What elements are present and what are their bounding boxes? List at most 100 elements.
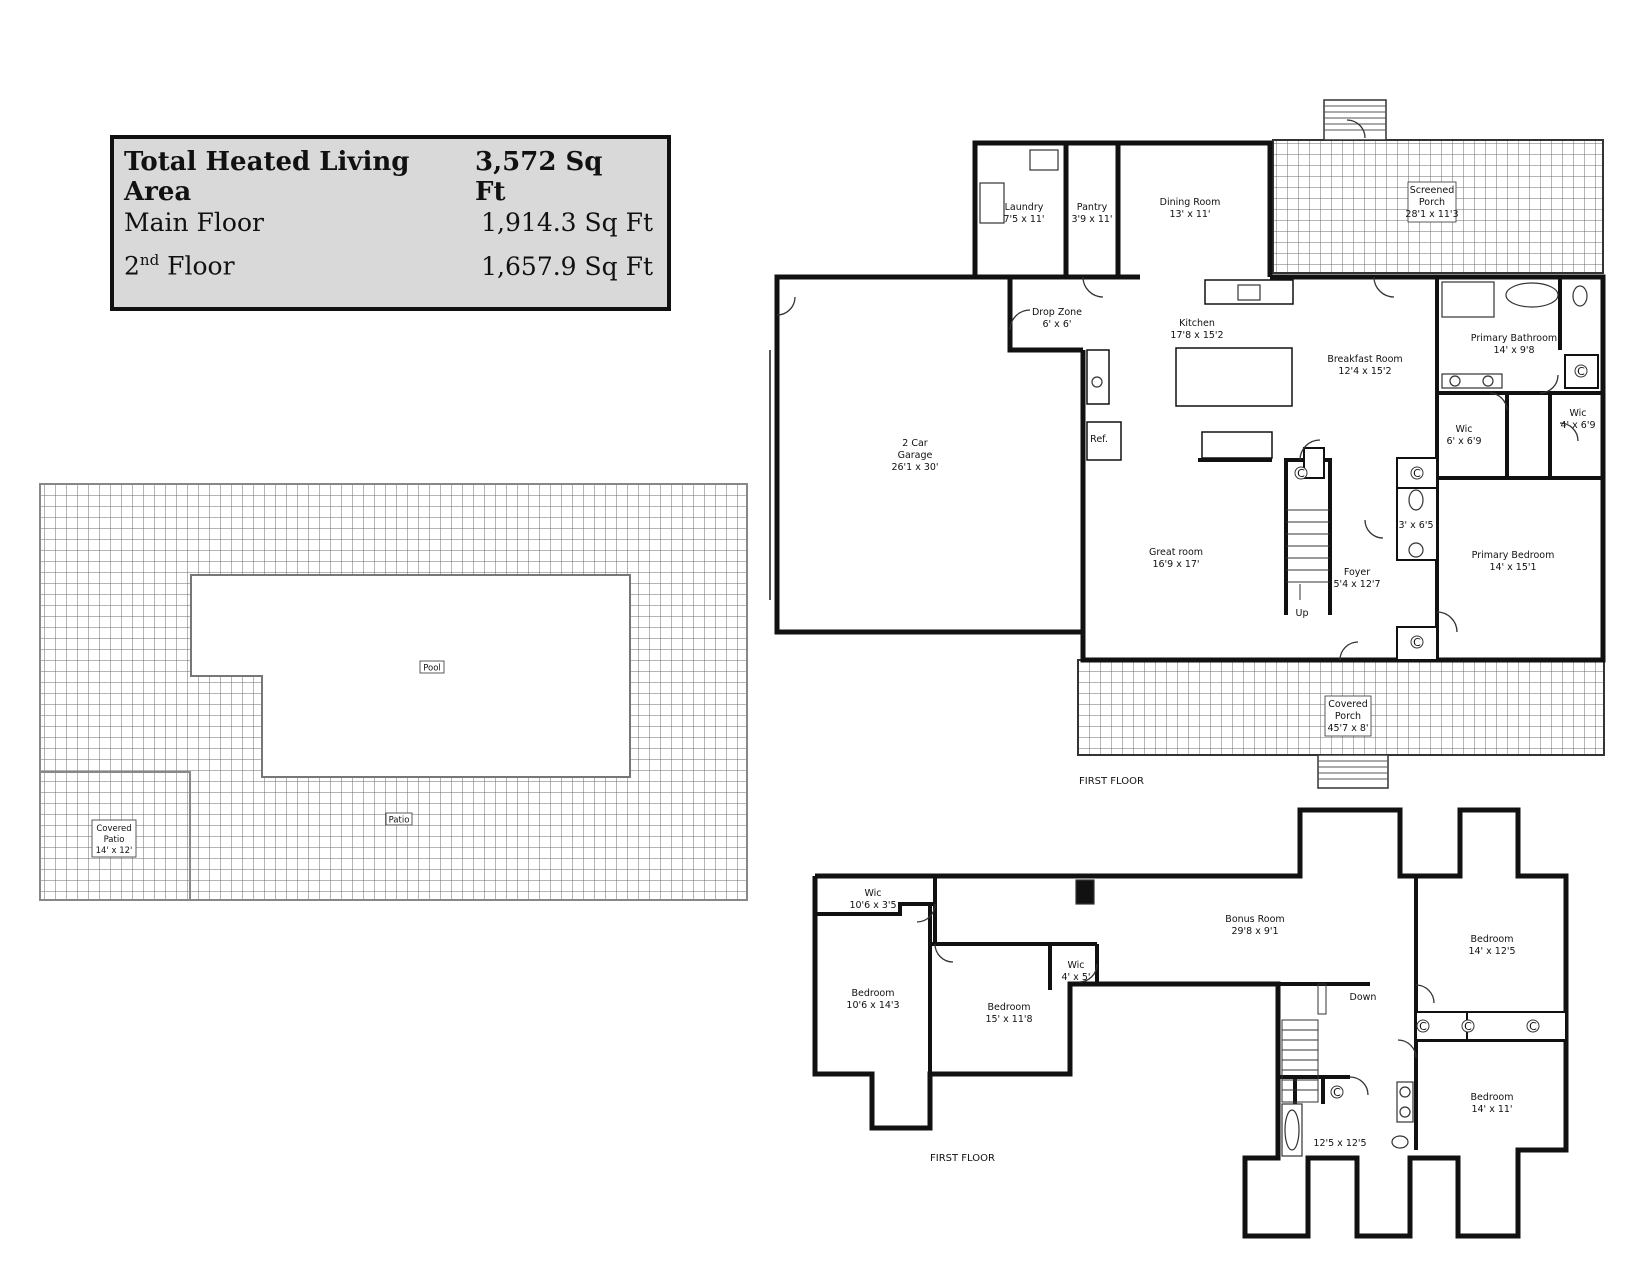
svg-text:2 Car: 2 Car xyxy=(902,438,928,449)
svg-text:Covered: Covered xyxy=(1328,699,1367,710)
svg-text:14' x 12'5: 14' x 12'5 xyxy=(1468,946,1515,957)
svg-text:Dining Room: Dining Room xyxy=(1160,197,1221,208)
svg-text:C: C xyxy=(1419,1020,1427,1033)
svg-text:3' x 6'5: 3' x 6'5 xyxy=(1398,520,1433,531)
svg-text:3'9 x 11': 3'9 x 11' xyxy=(1071,214,1112,225)
porch-steps-top xyxy=(1323,99,1387,141)
svg-text:5'4 x 12'7: 5'4 x 12'7 xyxy=(1333,579,1380,590)
svg-text:12'5 x 12'5: 12'5 x 12'5 xyxy=(1313,1138,1366,1149)
svg-text:C: C xyxy=(1464,1020,1472,1033)
svg-text:6' x 6'9: 6' x 6'9 xyxy=(1446,436,1481,447)
svg-text:C: C xyxy=(1413,467,1421,480)
svg-text:Wic: Wic xyxy=(1067,960,1084,971)
svg-text:Wic: Wic xyxy=(1569,408,1586,419)
svg-text:7'5 x 11': 7'5 x 11' xyxy=(1003,214,1044,225)
svg-text:14' x 15'1: 14' x 15'1 xyxy=(1489,562,1536,573)
main-floor-value: 1,914.3 Sq Ft xyxy=(481,207,653,237)
second-floor-label-sup: nd xyxy=(139,251,160,270)
pool-label: Pool xyxy=(419,660,445,674)
patio-area: Pool Patio Covered Patio 14' x 12' xyxy=(39,483,748,901)
pool xyxy=(190,574,631,778)
svg-text:10'6 x 14'3: 10'6 x 14'3 xyxy=(846,1000,899,1011)
svg-text:C: C xyxy=(1333,1086,1341,1099)
total-area-label: Total Heated Living Area xyxy=(124,147,410,207)
svg-text:Primary Bedroom: Primary Bedroom xyxy=(1472,550,1555,561)
svg-text:15' x 11'8: 15' x 11'8 xyxy=(985,1014,1032,1025)
svg-text:C: C xyxy=(1413,636,1421,649)
svg-text:Patio: Patio xyxy=(104,835,125,845)
svg-text:14' x 12': 14' x 12' xyxy=(96,846,133,856)
svg-text:Bonus Room: Bonus Room xyxy=(1225,914,1284,925)
stair-down-label: Down xyxy=(1350,992,1377,1003)
svg-text:12'4 x 15'2: 12'4 x 15'2 xyxy=(1338,366,1391,377)
svg-text:Bedroom: Bedroom xyxy=(988,1002,1031,1013)
bath-label: 12'5 x 12'5 xyxy=(1313,1138,1366,1149)
svg-text:Drop Zone: Drop Zone xyxy=(1032,307,1082,318)
svg-text:Pantry: Pantry xyxy=(1077,202,1108,213)
second-floor-label: 2nd Floor xyxy=(124,251,235,280)
total-area-row: Total Heated Living Area 3,572 Sq Ft xyxy=(124,147,657,207)
svg-text:45'7 x 8': 45'7 x 8' xyxy=(1327,723,1368,734)
covered-patio-label: Covered Patio 14' x 12' xyxy=(91,819,137,858)
svg-text:Wic: Wic xyxy=(1455,424,1472,435)
svg-text:Garage: Garage xyxy=(898,450,933,461)
svg-text:Kitchen: Kitchen xyxy=(1179,318,1215,329)
svg-text:14' x 9'8: 14' x 9'8 xyxy=(1493,345,1534,356)
second-floor-label-number: 2 xyxy=(124,251,140,281)
second-floor-label-word: Floor xyxy=(159,251,235,281)
first-floor-closets: C C C C xyxy=(1294,364,1588,649)
area-summary-table: Total Heated Living Area 3,572 Sq Ft Mai… xyxy=(110,135,671,311)
screened-porch-label: Screened Porch 28'1 x 11'3 xyxy=(1405,181,1459,223)
svg-text:Patio: Patio xyxy=(389,816,410,826)
first-floor-caption: FIRST FLOOR xyxy=(1079,776,1144,787)
svg-text:Laundry: Laundry xyxy=(1005,202,1044,213)
porch-steps-bottom xyxy=(1317,754,1389,789)
svg-text:29'8 x 9'1: 29'8 x 9'1 xyxy=(1231,926,1278,937)
svg-text:Pool: Pool xyxy=(423,664,441,674)
second-floor-row: 2nd Floor 1,657.9 Sq Ft xyxy=(124,246,657,286)
svg-text:Foyer: Foyer xyxy=(1344,567,1370,578)
svg-text:16'9 x 17': 16'9 x 17' xyxy=(1152,559,1199,570)
svg-text:6' x 6': 6' x 6' xyxy=(1043,319,1072,330)
svg-text:Bedroom: Bedroom xyxy=(1471,1092,1514,1103)
svg-text:10'6 x 3'5: 10'6 x 3'5 xyxy=(849,900,896,911)
svg-text:Ref.: Ref. xyxy=(1090,434,1108,445)
svg-text:Down: Down xyxy=(1350,992,1377,1003)
total-area-value: 3,572 Sq Ft xyxy=(475,147,603,207)
svg-text:Bedroom: Bedroom xyxy=(852,988,895,999)
svg-text:26'1 x 30': 26'1 x 30' xyxy=(891,462,938,473)
powder-room-label: 3' x 6'5 xyxy=(1398,520,1433,531)
second-floor-value: 1,657.9 Sq Ft xyxy=(481,251,653,281)
svg-text:13' x 11': 13' x 11' xyxy=(1169,209,1210,220)
svg-text:4' x 6'9: 4' x 6'9 xyxy=(1560,420,1595,431)
main-floor-label: Main Floor xyxy=(124,207,264,237)
svg-text:17'8 x 15'2: 17'8 x 15'2 xyxy=(1170,330,1223,341)
svg-text:Primary Bathroom: Primary Bathroom xyxy=(1471,333,1557,344)
svg-text:Covered: Covered xyxy=(96,824,131,834)
svg-text:28'1 x 11'3: 28'1 x 11'3 xyxy=(1405,209,1458,220)
svg-text:Screened: Screened xyxy=(1410,185,1455,196)
svg-text:C: C xyxy=(1297,467,1305,480)
svg-text:C: C xyxy=(1529,1020,1537,1033)
patio-label: Patio xyxy=(385,812,413,826)
